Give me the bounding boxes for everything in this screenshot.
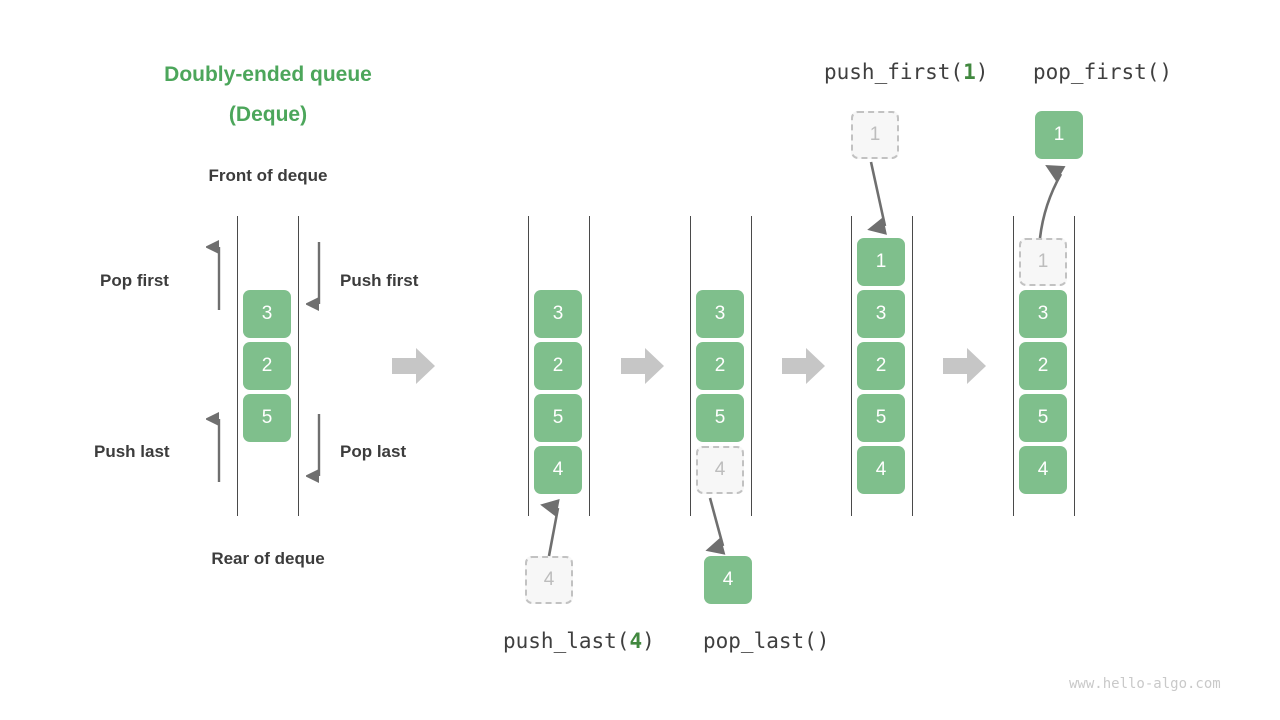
cell-col2-1: 2	[696, 342, 744, 390]
page-title-line2: (Deque)	[228, 103, 308, 126]
cell-col2-external: 4	[704, 556, 752, 604]
cell-col4-4: 4	[1019, 446, 1067, 494]
pop-last-op-name: pop_last()	[703, 629, 830, 653]
rail-inner-3	[912, 216, 913, 516]
step-arrow-2	[782, 348, 825, 384]
pop-first-operation-label: pop_first()	[1033, 60, 1172, 84]
rail-outer-1	[528, 216, 529, 516]
rail-left-outer-0	[237, 216, 238, 516]
pop-first-eject-arrow	[1038, 165, 1066, 239]
push-first-label: Push first	[340, 271, 419, 290]
rail-left-inner-0	[298, 216, 299, 516]
pop-last-eject-arrow	[705, 497, 726, 555]
cell-col3-1: 3	[857, 290, 905, 338]
push-last-op-name: push_last(	[503, 629, 630, 653]
push-last-op-close: )	[642, 629, 655, 653]
push-last-operation-label: push_last(4)	[503, 629, 655, 653]
cell-col2-0: 3	[696, 290, 744, 338]
cell-col3-external-ghost: 1	[851, 111, 899, 159]
cell-concept-0: 3	[243, 290, 291, 338]
front-of-deque-label: Front of deque	[208, 166, 328, 185]
push-last-insert-arrow	[540, 499, 560, 557]
push-last-arrow	[206, 412, 221, 482]
push-first-insert-arrow	[867, 161, 887, 235]
watermark: www.hello-algo.com	[1069, 676, 1221, 692]
cell-col4-1: 3	[1019, 290, 1067, 338]
pop-first-label: Pop first	[100, 271, 169, 290]
cell-col3-0: 1	[857, 238, 905, 286]
push-first-operation-label: push_first(1)	[824, 60, 988, 84]
rail-outer-2	[690, 216, 691, 516]
step-arrow-1	[621, 348, 664, 384]
rear-of-deque-label: Rear of deque	[211, 549, 325, 568]
cell-col3-2: 2	[857, 342, 905, 390]
rail-inner-4	[1074, 216, 1075, 516]
cell-col3-3: 5	[857, 394, 905, 442]
step-arrow-3	[943, 348, 986, 384]
pop-last-operation-label: pop_last()	[703, 629, 829, 653]
cell-col4-0-ghost: 1	[1019, 238, 1067, 286]
rail-outer-4	[1013, 216, 1014, 516]
rail-inner-2	[751, 216, 752, 516]
push-last-op-arg: 4	[629, 629, 643, 653]
cell-col3-4: 4	[857, 446, 905, 494]
cell-col2-2: 5	[696, 394, 744, 442]
push-first-op-close: )	[975, 60, 989, 84]
step-arrow-0	[392, 348, 435, 384]
cell-col4-3: 5	[1019, 394, 1067, 442]
pop-first-arrow	[206, 240, 221, 310]
cell-concept-1: 2	[243, 342, 291, 390]
cell-col1-1: 2	[534, 342, 582, 390]
cell-col1-external-ghost: 4	[525, 556, 573, 604]
rail-inner-1	[589, 216, 590, 516]
cell-col1-0: 3	[534, 290, 582, 338]
cell-col1-3: 4	[534, 446, 582, 494]
cell-col2-3-ghost: 4	[696, 446, 744, 494]
rail-outer-3	[851, 216, 852, 516]
cell-col1-2: 5	[534, 394, 582, 442]
pop-last-arrow	[306, 414, 321, 483]
pop-first-op-name: pop_first()	[1033, 60, 1173, 84]
cell-col4-external: 1	[1035, 111, 1083, 159]
push-last-label: Push last	[94, 442, 170, 461]
push-first-op-name: push_first(	[824, 60, 964, 84]
cell-concept-2: 5	[243, 394, 291, 442]
cell-col4-2: 2	[1019, 342, 1067, 390]
page-title-line1: Doubly-ended queue	[164, 63, 372, 86]
push-first-op-arg: 1	[963, 60, 976, 84]
push-first-arrow	[306, 242, 321, 311]
pop-last-label: Pop last	[340, 442, 407, 461]
